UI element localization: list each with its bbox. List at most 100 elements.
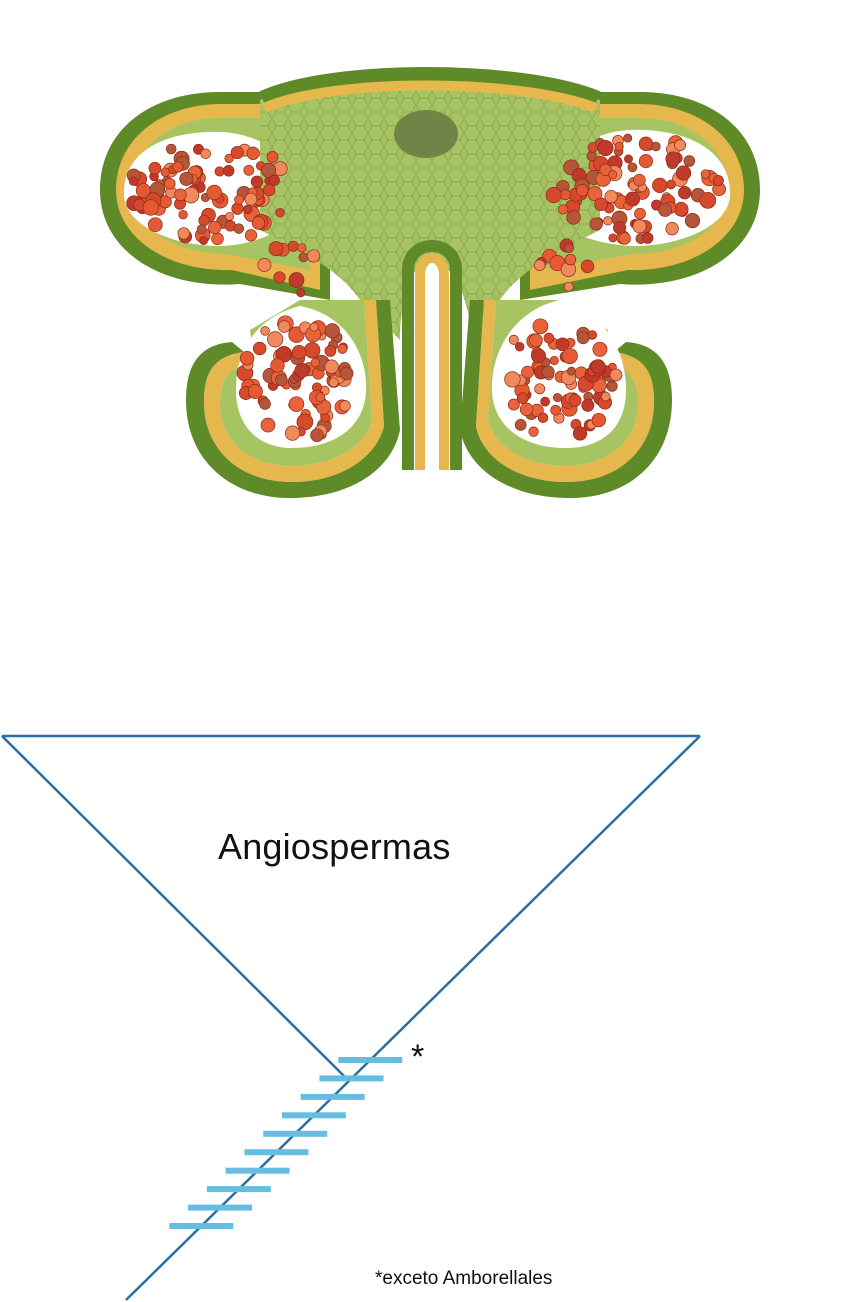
pollen-grain [276,374,288,386]
pollen-grain [678,186,691,199]
pollen-grain [240,351,254,365]
pollen-grain [274,272,285,283]
synapomorphy-bar [282,1112,346,1118]
pollen-grain [340,367,353,380]
pollen-grain [550,356,558,364]
pollen-grain [605,190,618,203]
pollen-grain [581,260,594,273]
pollen-grain [208,221,221,234]
pollen-grain [226,212,234,220]
pollen-grain [639,155,652,168]
pollen-grain [567,211,581,225]
pollen-grain [559,205,568,214]
pollen-grain [520,403,533,416]
pollen-grain [261,327,270,336]
pollen-grain [685,213,699,227]
pollen-grain [258,258,271,271]
pollen-grain [609,171,617,179]
pollen-grain [675,140,686,151]
pollen-grain [292,345,306,359]
pollen-grain [553,393,561,401]
pollen-grain [235,195,244,204]
pollen-grain [666,222,679,235]
pollen-grain [148,218,162,232]
pollen-grain [180,172,193,185]
pollen-grain [633,220,646,233]
pollen-grain [231,146,243,158]
pollen-grain [613,222,625,234]
pollen-grain [252,217,265,230]
pollen-grain [251,176,263,188]
pollen-grain [129,177,138,186]
pollen-grain [546,187,561,202]
pollen-grain [544,333,554,343]
clade-left-edge [2,736,348,1080]
pollen-grain [200,237,208,245]
pollen-grain [531,349,545,363]
pollen-grain [653,178,668,193]
pollen-grain [674,202,688,216]
pollen-grain [223,165,234,176]
pollen-grain [576,184,588,196]
pollen-grain [201,149,211,159]
pollen-grain [164,178,175,189]
pollen-grain [267,152,278,163]
pollen-grain [642,233,653,244]
pollen-grain [624,134,632,142]
pollen-grain [542,366,554,378]
pollen-grain [522,366,534,378]
synapomorphy-bar [320,1075,384,1081]
pollen-grain [610,369,622,381]
pollen-grain [304,343,320,359]
pollen-grain [295,363,309,377]
pollen-grain [569,394,581,406]
pollen-grain [276,208,285,217]
pollen-grain [534,260,545,271]
pollen-grain [639,137,653,151]
pollen-grain [619,233,631,245]
pollen-grain [278,321,290,333]
central-groove [408,246,456,470]
pollen-grain [659,203,672,216]
pollen-grain [684,156,695,167]
pollen-grain [179,210,188,219]
vascular-bundle [394,110,458,158]
pollen-grain [245,193,257,205]
pollen-grain [166,144,176,154]
pollen-grain [541,397,550,406]
pollen-grain [253,342,266,355]
pollen-grain [263,184,275,196]
pollen-grain [577,332,589,344]
pollen-grain [321,413,330,422]
pollen-grain [325,324,339,338]
synapomorphy-bar [169,1223,233,1229]
pollen-grain [533,319,548,334]
pollen-grain [234,224,244,234]
pollen-grain [551,405,561,415]
synapomorphy-bar [301,1094,365,1100]
pollen-grain [149,162,161,174]
pollen-grain [173,162,183,172]
cladogram [2,736,700,1300]
pollen-grain [310,323,318,331]
pollen-grain [340,401,351,412]
synapomorphy-bar [244,1149,308,1155]
pollen-grain [573,427,587,441]
synapomorphy-bar [207,1186,271,1192]
pollen-grain [562,348,577,363]
pollen-grain [607,381,617,391]
pollen-grain [538,413,548,423]
pollen-grain [299,253,308,262]
pollen-grain [565,244,574,253]
pollen-grain [175,189,187,201]
pollen-grain [329,378,338,387]
pollen-grain [634,174,646,186]
pollen-grain [590,218,602,230]
clade-name-label: Angiospermas [218,826,451,868]
pollen-grain [701,170,710,179]
pollen-grain [311,358,320,367]
pollen-grain [598,140,613,155]
pollen-grain [244,165,254,175]
pollen-grain [592,413,606,427]
pollen-grain [515,419,526,430]
